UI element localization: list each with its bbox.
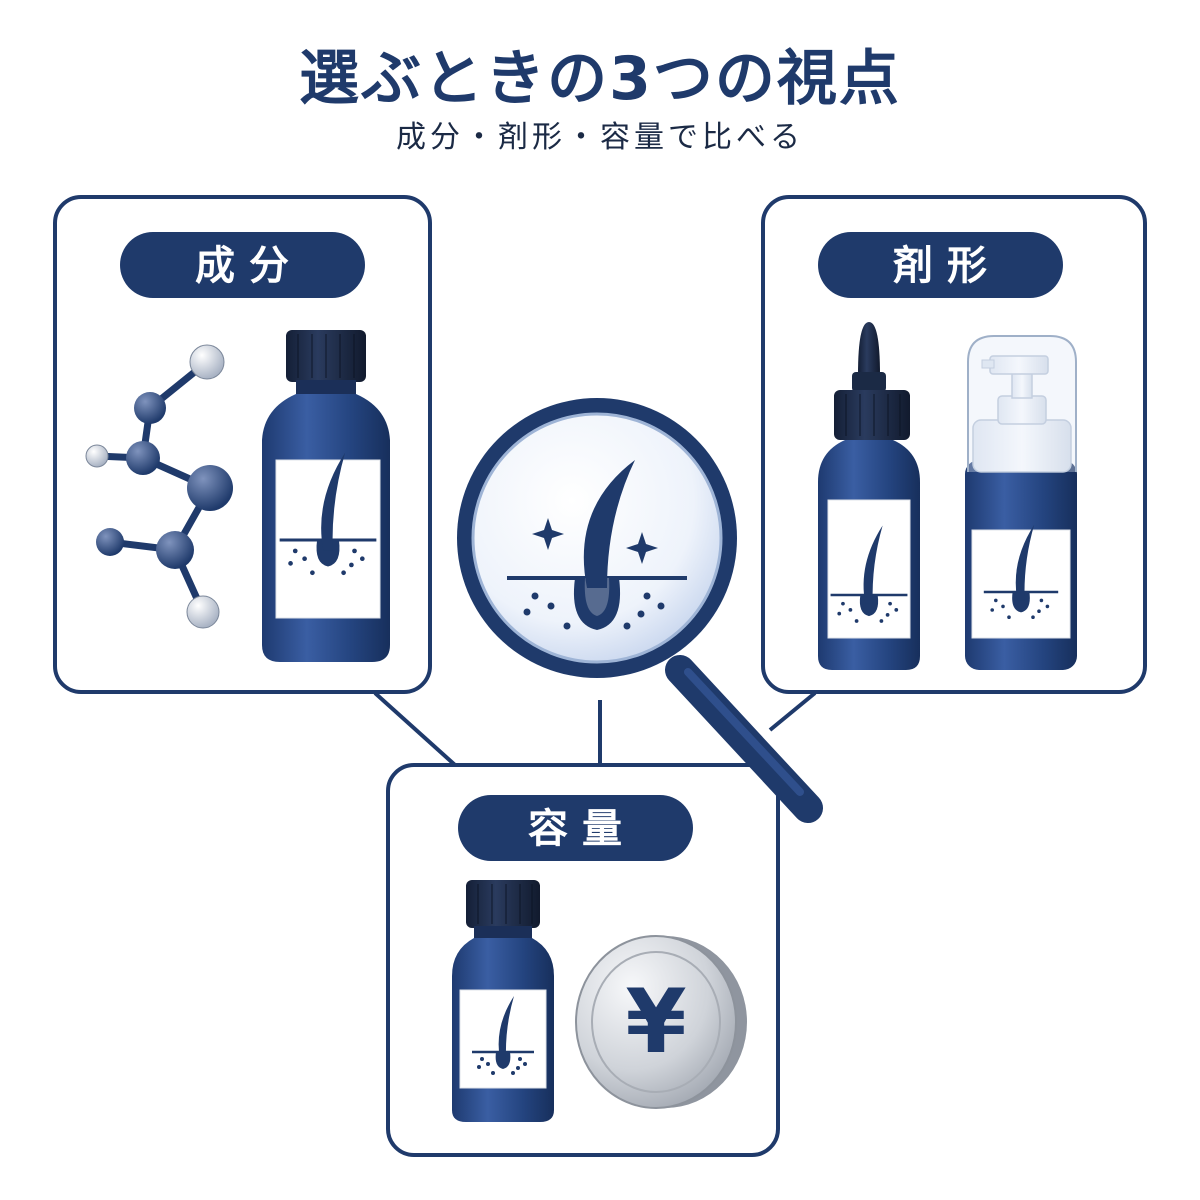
panel-volume: 容量 ¥ <box>386 763 780 1157</box>
page-subtitle: 成分・剤形・容量で比べる <box>396 120 804 155</box>
label-pill-ingredients <box>120 232 365 298</box>
hair-follicle-icon <box>983 524 1059 619</box>
label-pill-volume <box>458 795 693 861</box>
label-ingredients: 成分 <box>195 243 303 289</box>
magnifier-icon <box>457 398 823 823</box>
hair-follicle-icon <box>507 460 687 630</box>
molecule-icon <box>85 344 233 629</box>
sparkle-icon <box>532 518 658 564</box>
hair-follicle-icon <box>279 452 377 576</box>
small-bottle-icon <box>452 880 554 1122</box>
pump-bottle-icon <box>965 335 1077 670</box>
panel-ingredients: 成分 <box>53 195 432 694</box>
label-volume: 容量 <box>528 806 636 852</box>
page-title: 選ぶときの3つの視点 <box>299 44 901 114</box>
panel-form: 剤形 <box>761 195 1147 694</box>
hair-follicle-icon <box>830 525 908 623</box>
label-pill-form <box>818 232 1063 298</box>
connector-form <box>768 691 817 732</box>
connector-lines <box>373 691 817 767</box>
yen-coin-icon: ¥ <box>575 935 747 1109</box>
label-form: 剤形 <box>893 243 1001 289</box>
yen-symbol: ¥ <box>625 970 686 1073</box>
connector-ingredients <box>373 691 457 767</box>
hair-follicle-icon <box>472 996 534 1075</box>
